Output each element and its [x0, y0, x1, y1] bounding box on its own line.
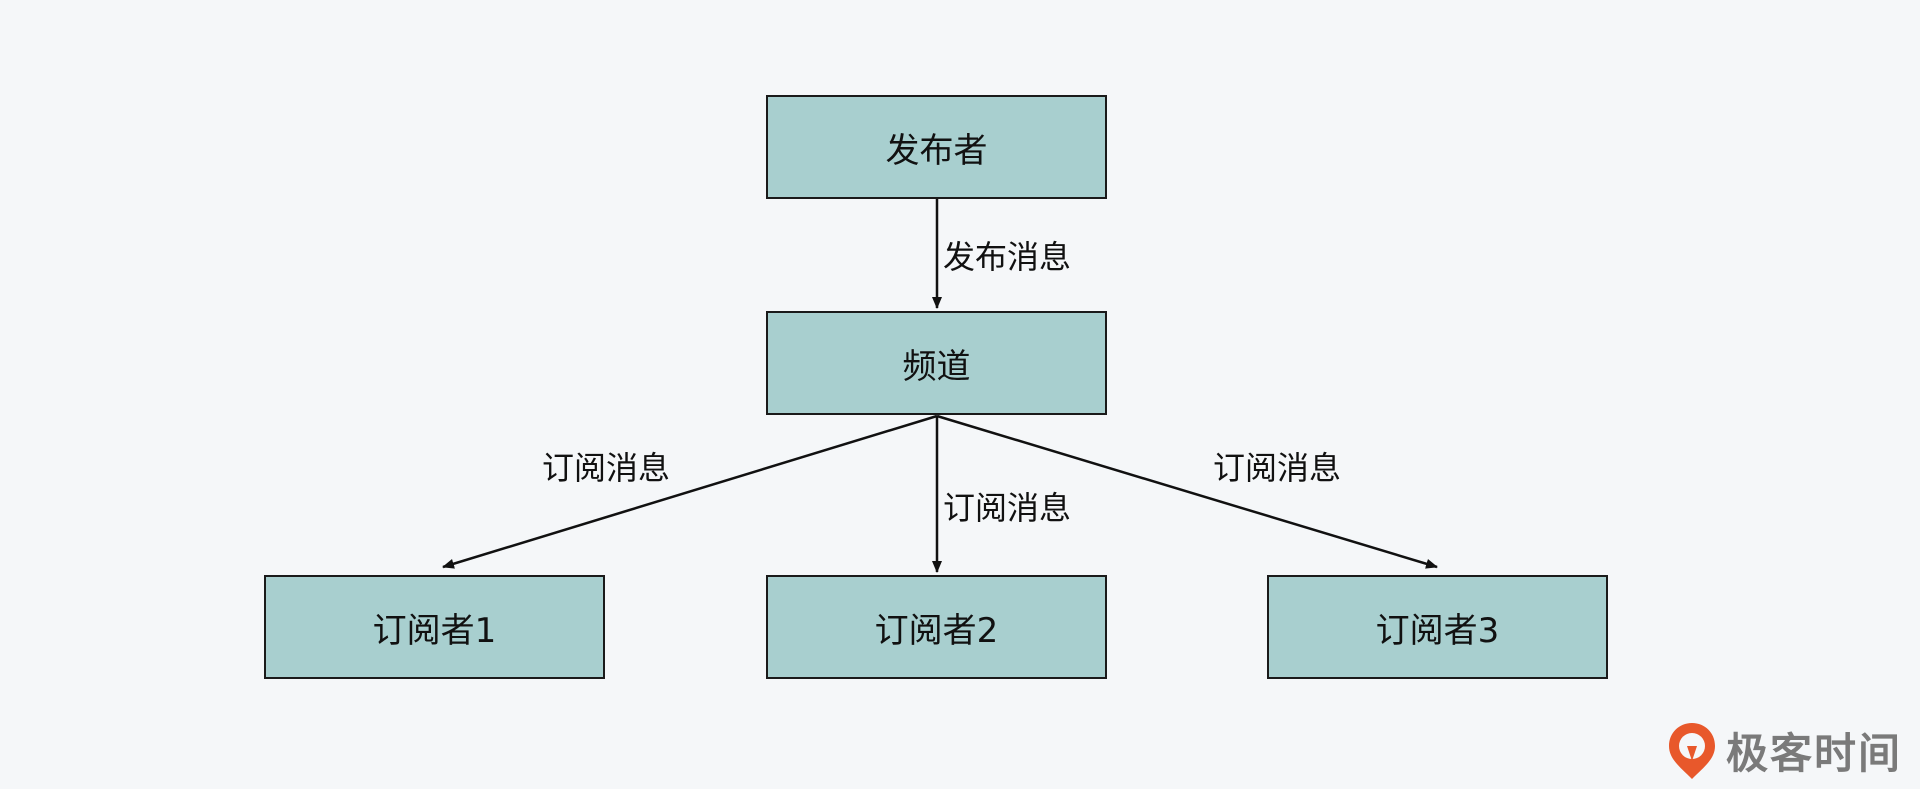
subscriber-3-node: 订阅者3 [1267, 575, 1608, 679]
subscriber-3-label: 订阅者3 [1375, 610, 1500, 651]
subscriber-2-label: 订阅者2 [874, 610, 999, 651]
edge-subscribe-right [936, 414, 1438, 569]
subscriber-2-node: 订阅者2 [766, 575, 1107, 679]
subscriber-1-node: 订阅者1 [264, 575, 605, 679]
edge-subscribe-left [442, 414, 938, 569]
edge-label-subscribe-right: 订阅消息 [1213, 449, 1342, 487]
publisher-node: 发布者 [766, 95, 1107, 199]
edge-label-publish: 发布消息 [943, 238, 1072, 276]
publisher-label: 发布者 [885, 130, 988, 171]
brand-watermark: 极客时间 [1666, 720, 1902, 781]
edge-label-subscribe-mid: 订阅消息 [943, 489, 1072, 527]
edge-label-subscribe-left: 订阅消息 [542, 449, 671, 487]
brand-name: 极客时间 [1725, 729, 1902, 778]
subscriber-1-label: 订阅者1 [372, 610, 497, 651]
channel-label: 频道 [902, 346, 971, 387]
channel-node: 频道 [766, 311, 1107, 415]
geektime-logo-icon [1668, 722, 1715, 779]
